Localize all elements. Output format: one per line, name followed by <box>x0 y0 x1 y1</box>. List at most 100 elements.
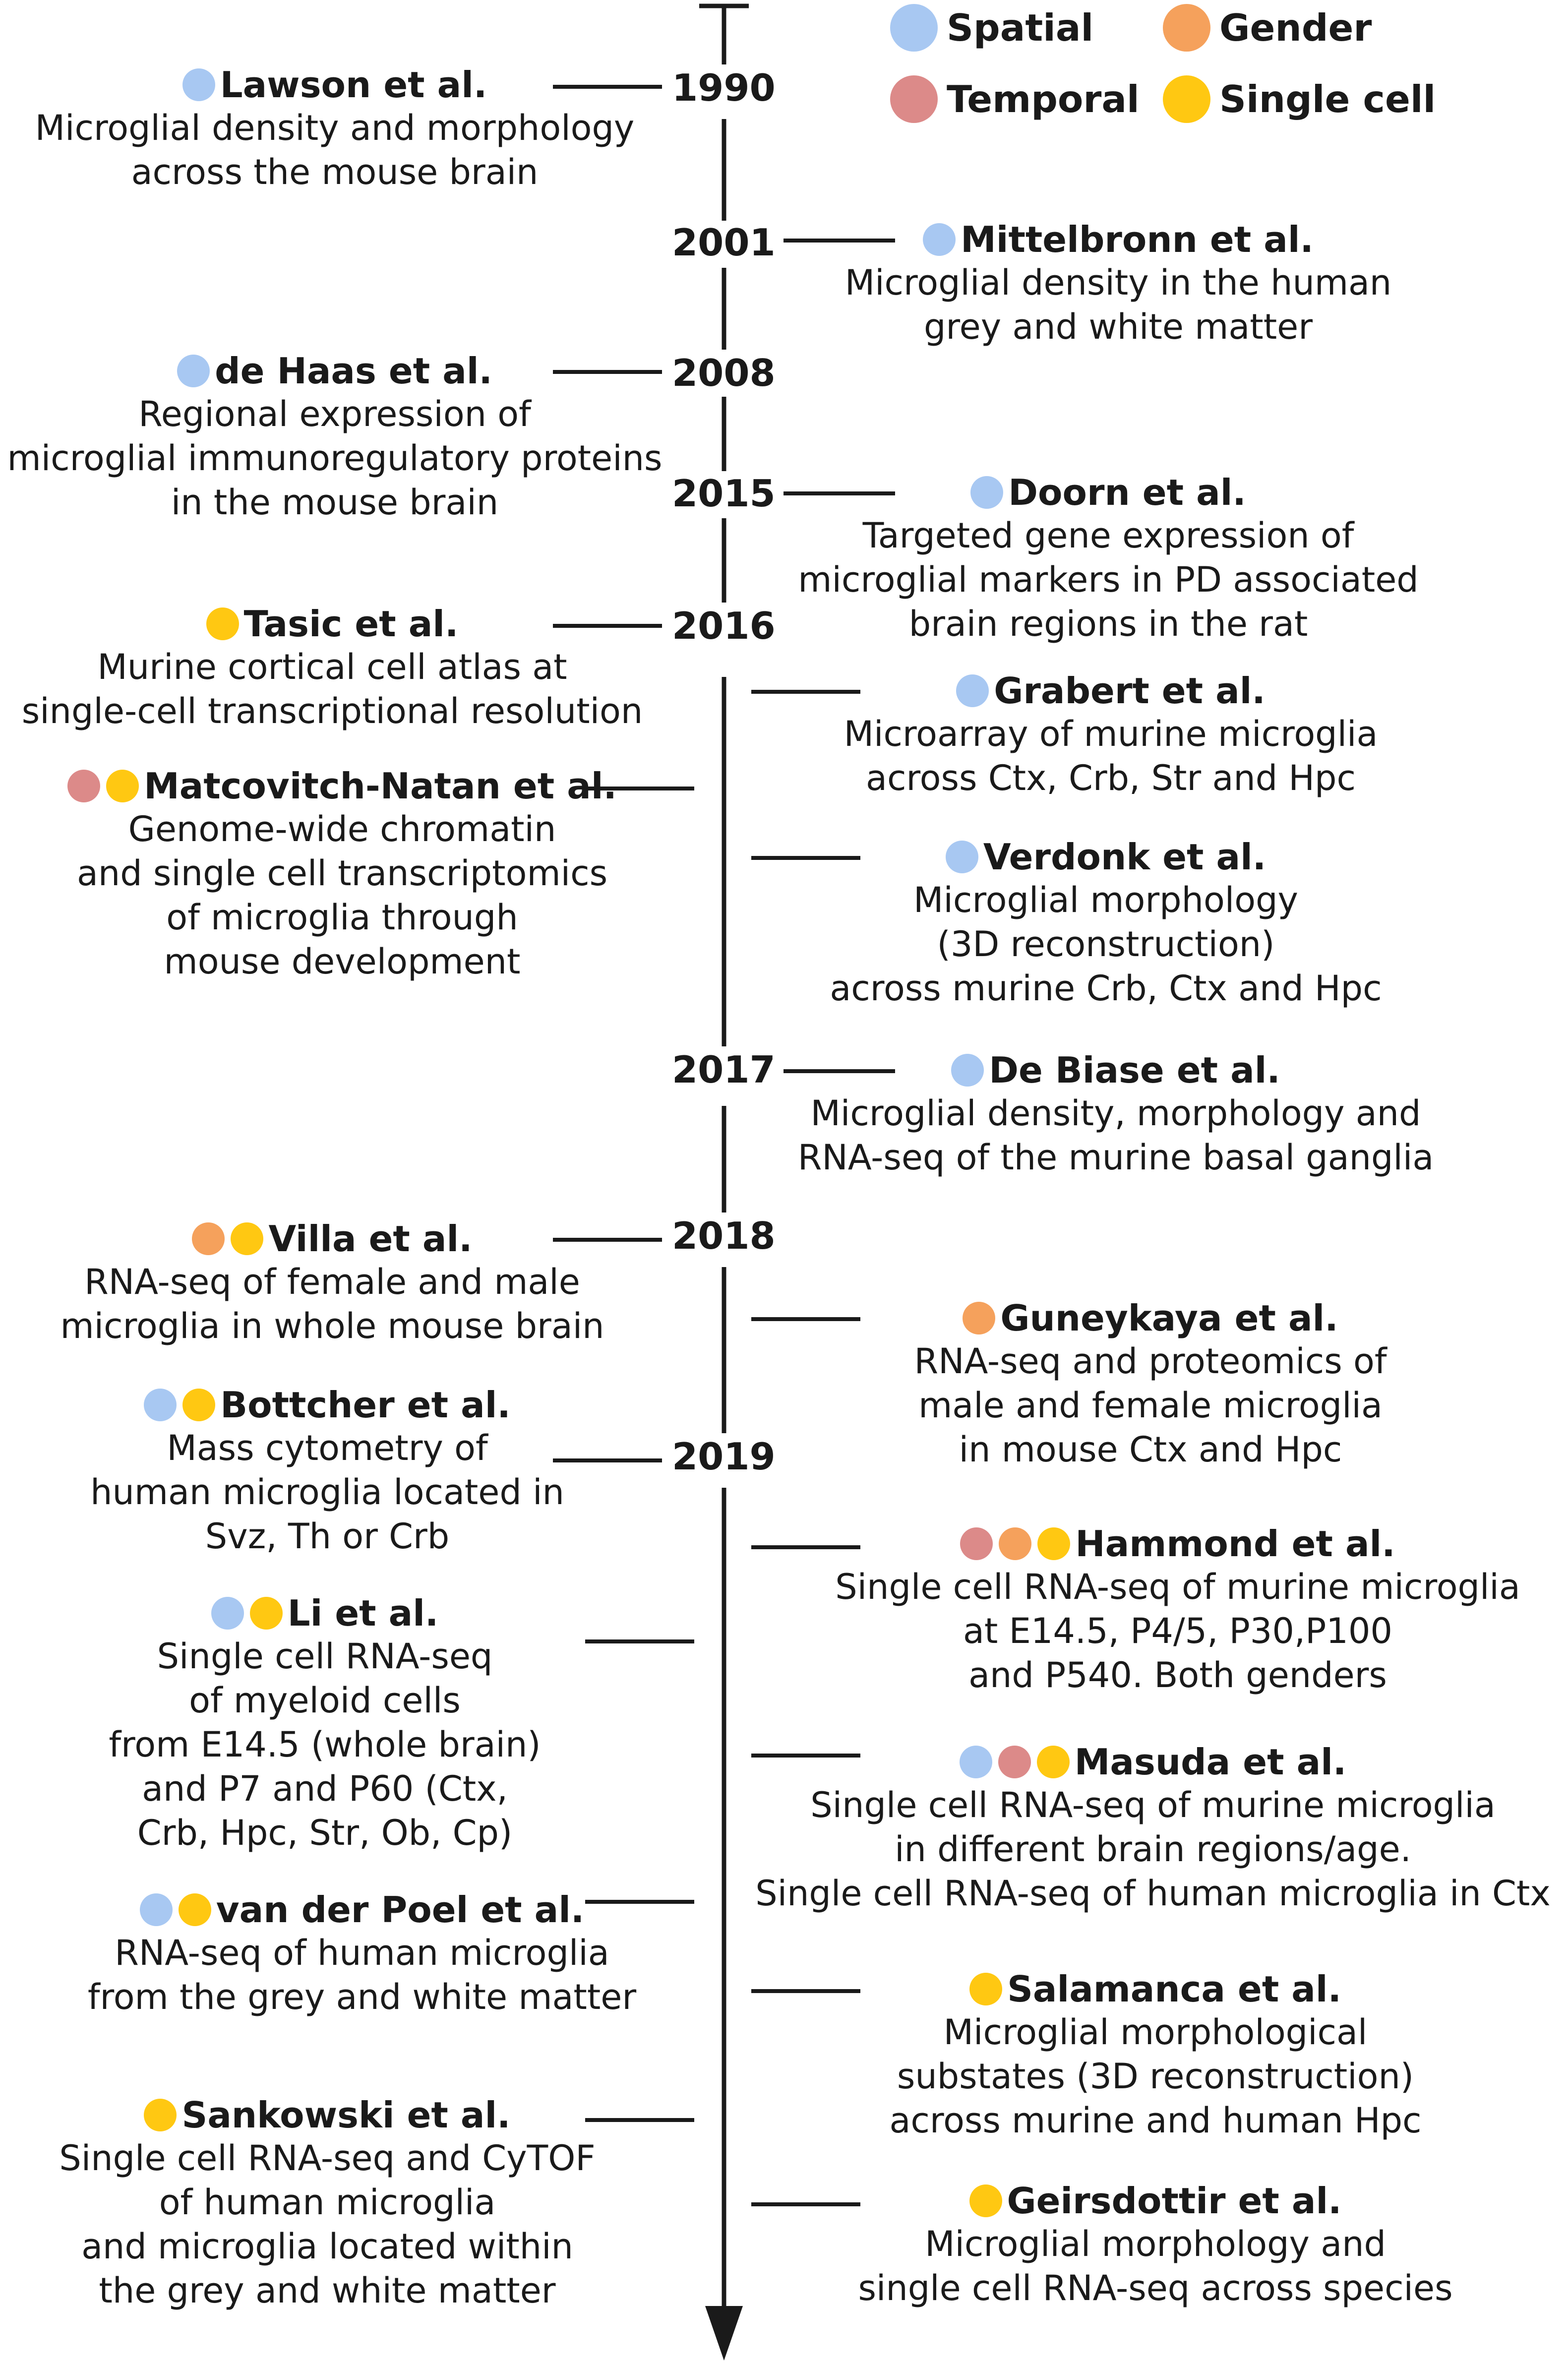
entry-author: Doorn et al. <box>1008 472 1246 513</box>
single-category-dot-icon <box>178 1893 211 1927</box>
spatial-category-dot-icon <box>211 1597 244 1630</box>
spatial-category-dot-icon <box>956 674 989 708</box>
arrow-head-icon <box>705 2306 743 2361</box>
entry-author: van der Poel et al. <box>216 1889 585 1931</box>
year-label-2019: 2019 <box>672 1435 776 1478</box>
entry-description: Microglial density and morphology across… <box>35 108 635 193</box>
single-category-dot-icon <box>106 770 139 803</box>
entry-author: Mittelbronn et al. <box>961 219 1314 260</box>
entry-description: Microglial morphology (3D reconstruction… <box>830 880 1382 1009</box>
timeline-entry: Li et al.Single cell RNA-seq of myeloid … <box>0 1592 657 1855</box>
single-category-dot-icon <box>206 607 239 641</box>
entry-author: Matcovitch-Natan et al. <box>144 765 617 807</box>
year-label-2008: 2008 <box>672 351 776 395</box>
single-category-dot-icon <box>969 2184 1002 2218</box>
temporal-category-dot-icon <box>998 1746 1031 1779</box>
entry-author: Tasic et al. <box>243 603 459 645</box>
single-category-dot-icon <box>249 1597 283 1630</box>
timeline-entry: Geirsdottir et al.Microglial morphology … <box>749 2180 1562 2310</box>
entry-description: RNA-seq of human microglia from the grey… <box>87 1933 637 2018</box>
entry-author: Masuda et al. <box>1074 1741 1347 1783</box>
timeline-entry: Verdonk et al.Microglial morphology (3D … <box>699 836 1512 1011</box>
temporal-category-dot-icon <box>890 75 938 123</box>
entry-description: Microglial density, morphology and RNA-s… <box>797 1093 1434 1178</box>
timeline-entry: Masuda et al.Single cell RNA-seq of muri… <box>746 1741 1560 1916</box>
gender-category-dot-icon <box>192 1222 225 1256</box>
timeline-entry: Salamanca et al.Microglial morphological… <box>749 1968 1562 2143</box>
entry-description: Microarray of murine microglia across Ct… <box>844 714 1378 799</box>
entry-author: Hammond et al. <box>1075 1523 1395 1565</box>
year-label-1990: 1990 <box>672 66 776 110</box>
single-category-dot-icon <box>1163 75 1210 123</box>
gender-category-dot-icon <box>963 1302 996 1335</box>
timeline-entry: Hammond et al.Single cell RNA-seq of mur… <box>771 1522 1568 1698</box>
legend-item-gender: Gender <box>1163 4 1372 52</box>
spatial-category-dot-icon <box>139 1893 173 1927</box>
single-category-dot-icon <box>144 2099 177 2132</box>
temporal-category-dot-icon <box>960 1527 993 1561</box>
entry-description: Regional expression of microglial immuno… <box>7 394 663 523</box>
entry-author: Geirsdottir et al. <box>1007 2180 1342 2222</box>
single-category-dot-icon <box>182 1389 216 1422</box>
legend-item-temporal: Temporal <box>890 75 1140 123</box>
timeline-entry: Tasic et al.Murine cortical cell atlas a… <box>0 603 664 733</box>
spatial-category-dot-icon <box>959 1746 992 1779</box>
timeline-entry: van der Poel et al.RNA-seq of human micr… <box>30 1888 694 2019</box>
gender-category-dot-icon <box>999 1527 1032 1561</box>
temporal-category-dot-icon <box>67 770 101 803</box>
legend-item-spatial: Spatial <box>890 4 1093 52</box>
timeline-entry: Villa et al.RNA-seq of female and male m… <box>0 1217 664 1348</box>
entry-description: Microglial morphology and single cell RN… <box>858 2224 1453 2309</box>
legend-label: Spatial <box>947 6 1094 50</box>
entry-author: Lawson et al. <box>220 64 487 106</box>
entry-author: Villa et al. <box>268 1218 473 1260</box>
single-category-dot-icon <box>969 1973 1003 2006</box>
entry-description: Mass cytometry of human microglia locate… <box>90 1428 564 1557</box>
entry-author: Bottcher et al. <box>220 1384 511 1426</box>
legend-label: Gender <box>1219 6 1372 50</box>
timeline-entry: De Biase et al.Microglial density, morph… <box>709 1049 1522 1180</box>
entry-description: Microglial morphological substates (3D r… <box>889 2012 1422 2141</box>
spatial-category-dot-icon <box>890 4 938 52</box>
entry-author: Grabert et al. <box>994 670 1266 712</box>
timeline-entry: Mittelbronn et al.Microglial density in … <box>712 218 1525 349</box>
entry-description: Single cell RNA-seq of murine microglia … <box>835 1567 1520 1696</box>
legend-label: Temporal <box>947 77 1140 121</box>
timeline-entry: de Haas et al.Regional expression of mic… <box>2 350 667 525</box>
timeline-entry: Lawson et al.Microglial density and morp… <box>2 63 667 194</box>
entry-author: Verdonk et al. <box>983 836 1266 878</box>
entry-author: De Biase et al. <box>989 1049 1280 1091</box>
gender-category-dot-icon <box>1163 4 1210 52</box>
entry-description: RNA-seq and proteomics of male and femal… <box>914 1341 1387 1470</box>
year-label-2018: 2018 <box>672 1214 776 1258</box>
year-label-2017: 2017 <box>672 1048 776 1092</box>
entry-description: Single cell RNA-seq of myeloid cells fro… <box>109 1636 541 1854</box>
legend-item-single: Single cell <box>1163 75 1436 123</box>
single-category-dot-icon <box>1036 1746 1070 1779</box>
spatial-category-dot-icon <box>951 1054 984 1087</box>
entry-author: Guneykaya et al. <box>1000 1297 1338 1339</box>
single-category-dot-icon <box>231 1222 264 1256</box>
spatial-category-dot-icon <box>945 841 978 874</box>
entry-description: Single cell RNA-seq of murine microglia … <box>755 1785 1551 1914</box>
entry-description: Targeted gene expression of microglial m… <box>798 515 1419 645</box>
spatial-category-dot-icon <box>923 223 956 256</box>
year-label-2015: 2015 <box>672 472 776 515</box>
year-label-2001: 2001 <box>672 221 776 264</box>
entry-description: Genome-wide chromatin and single cell tr… <box>76 809 608 982</box>
timeline-entry: Guneykaya et al.RNA-seq and proteomics o… <box>744 1297 1557 1472</box>
entry-description: RNA-seq of female and male microglia in … <box>60 1262 604 1347</box>
timeline-entry: Doorn et al.Targeted gene expression of … <box>702 471 1515 646</box>
entry-description: Murine cortical cell atlas at single-cel… <box>21 647 643 732</box>
legend-label: Single cell <box>1219 77 1436 121</box>
entry-author: de Haas et al. <box>215 350 492 392</box>
single-category-dot-icon <box>1037 1527 1071 1561</box>
timeline-entry: Sankowski et al.Single cell RNA-seq and … <box>0 2094 660 2313</box>
timeline-entry: Matcovitch-Natan et al.Genome-wide chrom… <box>10 765 674 984</box>
spatial-category-dot-icon <box>182 68 215 102</box>
entry-author: Salamanca et al. <box>1007 1968 1341 2010</box>
year-label-2016: 2016 <box>672 604 776 648</box>
timeline-entry: Bottcher et al.Mass cytometry of human m… <box>0 1384 660 1559</box>
entry-author: Li et al. <box>287 1592 439 1634</box>
entry-description: Microglial density in the human grey and… <box>844 262 1392 348</box>
